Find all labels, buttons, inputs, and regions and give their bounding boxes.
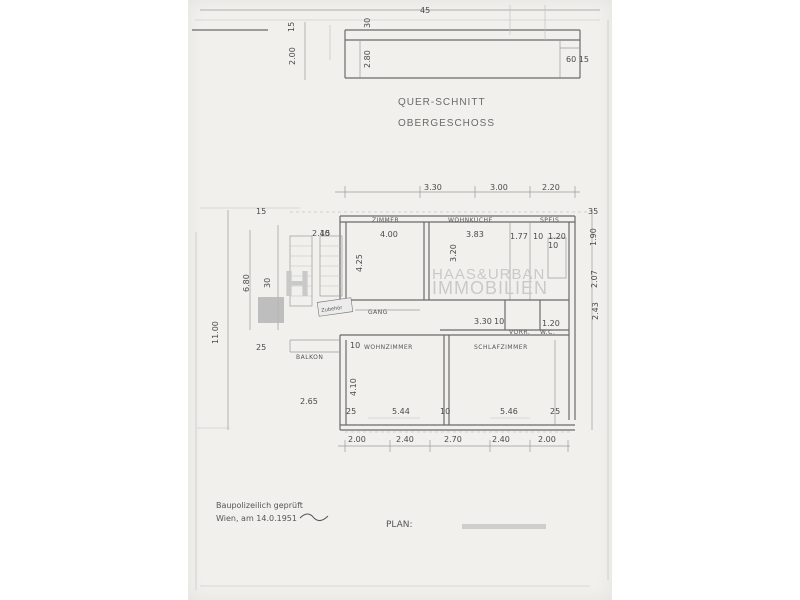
dim-wc-width: 1.20 (542, 319, 560, 328)
dim-bottom-2: 2.40 (396, 435, 414, 444)
handwritten-signature (299, 513, 329, 522)
cross-section-drawing (192, 5, 600, 80)
section-dim-top: 45 (420, 6, 430, 15)
dim-stair-width: 2.40 (312, 229, 330, 238)
dim-bottom-25a: 25 (346, 407, 356, 416)
dim-bottom-1: 2.00 (348, 435, 366, 444)
zubehoer-stamp: Zubehör (316, 297, 354, 317)
dim-bottom-5: 2.00 (538, 435, 556, 444)
dim-top-1: 3.30 (424, 183, 442, 192)
dim-ten-a: 10 (350, 341, 360, 350)
dim-wohn-height: 4.10 (349, 378, 358, 396)
dim-top-2: 3.00 (490, 183, 508, 192)
room-label-wohnkueche: WOHNKÜCHE (448, 217, 493, 224)
dim-stair-15: 15 (320, 229, 330, 238)
dim-left-25: 25 (256, 343, 266, 352)
room-label-speis: SPEIS (540, 217, 559, 224)
approval-stamp-line1: Baupolizeilich geprüft (216, 501, 303, 510)
dim-zimmer-width: 4.00 (380, 230, 398, 239)
dim-right-b: 2.07 (590, 270, 599, 288)
dim-room-width-1: 5.44 (392, 407, 410, 416)
dim-corridor: 3.30 (474, 317, 492, 326)
section-subtitle: OBERGESCHOSS (398, 118, 495, 129)
plan-label: PLAN: (386, 520, 413, 530)
section-dim-inner-a: 30 (363, 18, 372, 28)
room-label-zimmer: ZIMMER (372, 217, 399, 224)
faded-footer-text (462, 524, 546, 529)
svg-text:Zubehör: Zubehör (321, 305, 344, 314)
dim-bottom-25b: 25 (550, 407, 560, 416)
dim-right-c: 2.43 (591, 302, 600, 320)
dim-corridor-b: 10 (494, 317, 504, 326)
dim-speis-width: 1.20 (548, 232, 566, 241)
dim-left-15: 15 (256, 207, 266, 216)
dim-small-a: 1.77 (510, 232, 528, 241)
approval-stamp-line2: Wien, am 14.0.1951 (216, 514, 297, 523)
dim-small-b: 10 (533, 232, 543, 241)
dim-right-a: 1.90 (589, 228, 598, 246)
dim-room-width-2: 5.46 (500, 407, 518, 416)
dim-zimmer-height: 4.25 (355, 254, 364, 272)
dim-kueche-width: 3.83 (466, 230, 484, 239)
dim-ten-b: 10 (548, 241, 558, 250)
room-label-vorr: VORR. (509, 329, 530, 336)
room-label-wc: W.C. (540, 329, 555, 336)
section-dim-inner-b: 2.80 (363, 50, 372, 68)
watermark-brand-line2: IMMOBILIEN (432, 278, 548, 298)
room-label-schlafzimmer: SCHLAFZIMMER (474, 344, 528, 351)
section-title: QUER-SCHNITT (398, 97, 486, 108)
dim-bottom-4: 2.40 (492, 435, 510, 444)
dim-stair-35: 35 (588, 207, 598, 216)
dim-left-mid: 6.80 (242, 274, 251, 292)
haas-urban-logo-watermark: H (258, 263, 310, 323)
section-dim-left-b: 2.00 (288, 47, 297, 65)
dim-bottom-10: 10 (440, 407, 450, 416)
dim-left-total: 11.00 (211, 321, 220, 344)
dim-balkon-width: 2.65 (300, 397, 318, 406)
dim-kueche-height: 3.20 (449, 244, 458, 262)
room-label-wohnzimmer: WOHNZIMMER (364, 344, 413, 351)
section-dim-left-a: 15 (287, 22, 296, 32)
room-label-balkon: BALKON (296, 354, 323, 361)
dim-top-3: 2.20 (542, 183, 560, 192)
floor-plan-walls (195, 20, 609, 590)
watermark-brand-line1: HAAS&URBAN (432, 266, 545, 283)
room-label-gang: GANG (368, 309, 388, 316)
dim-left-small: 30 (263, 278, 272, 288)
svg-text:H: H (284, 263, 310, 304)
dim-bottom-3: 2.70 (444, 435, 462, 444)
section-dim-right: 60 15 (566, 55, 589, 64)
